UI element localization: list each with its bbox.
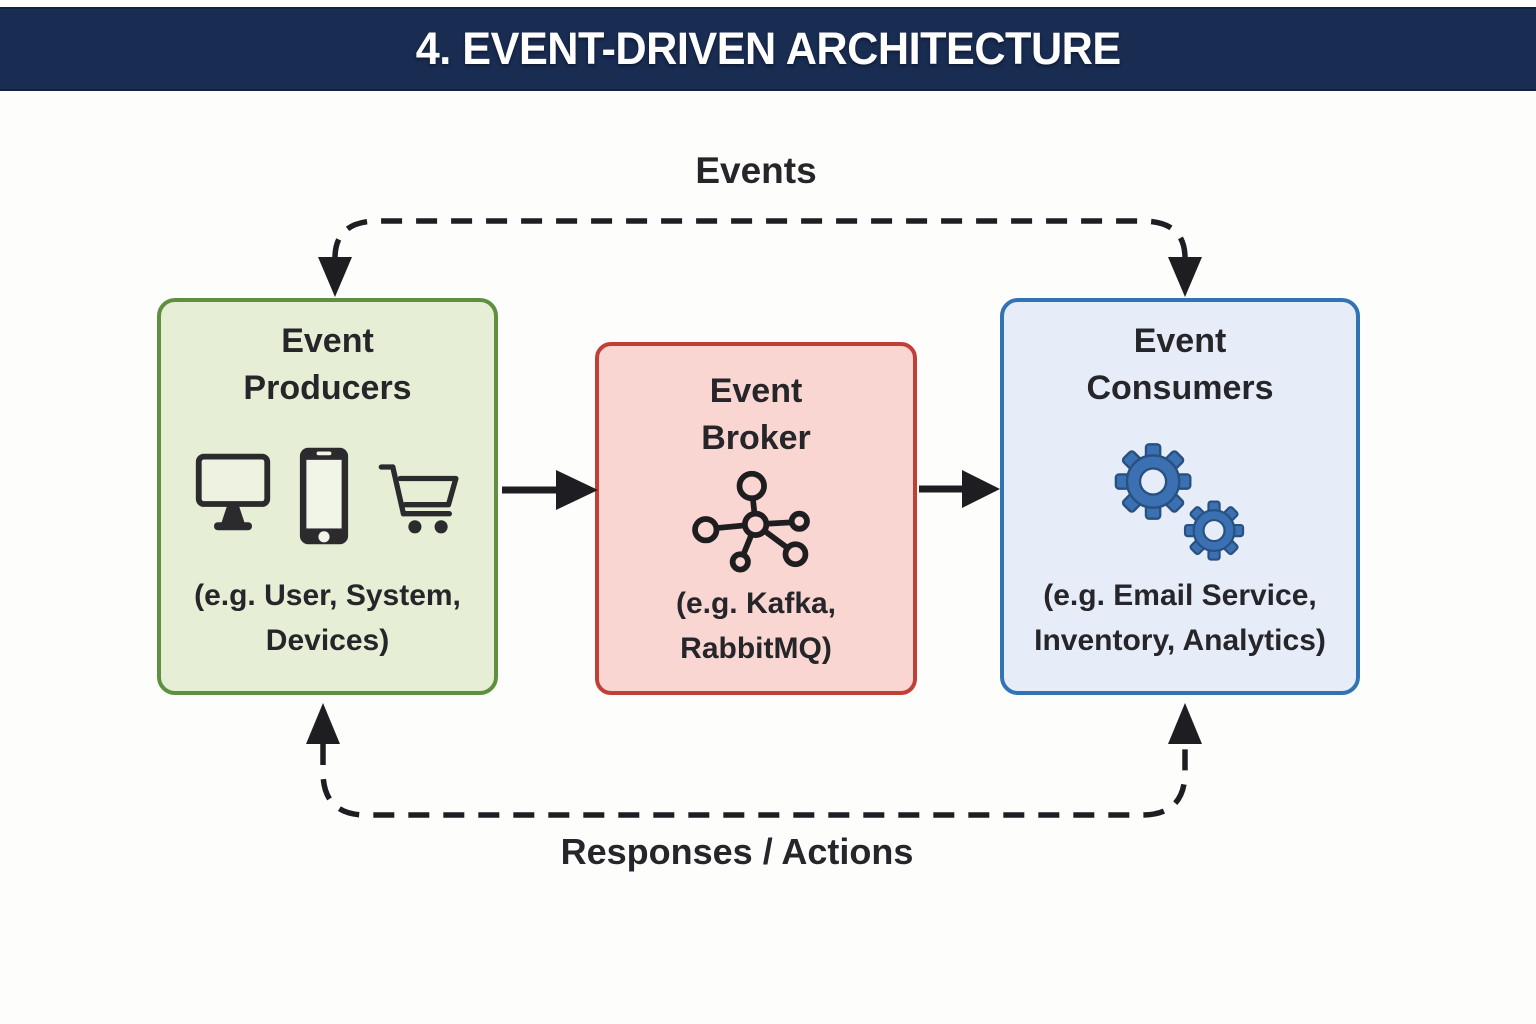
header-bar: 4. EVENT-DRIVEN ARCHITECTURE [0,7,1536,91]
monitor-icon [195,453,270,531]
producers-examples-line1: (e.g. User, System, [194,579,461,613]
smartphone-icon [299,447,348,545]
consumers-examples-line1: (e.g. Email Service, [1043,579,1317,613]
event-producers-title: Event Producers [161,318,494,412]
broker-icons-row [599,454,913,586]
event-producers-title-line1: Event [281,322,374,360]
event-consumers-title: Event Consumers [1004,318,1356,412]
event-producers-box: Event Producers [157,298,498,695]
event-broker-examples: (e.g. Kafka, RabbitMQ) [599,582,913,671]
event-broker-title-line2: Broker [701,418,811,457]
event-producers-examples: (e.g. User, System, Devices) [161,574,494,663]
consumers-icons-row [1004,434,1356,566]
arrow-broker-to-consumers [919,470,1000,508]
broker-examples-line2: RabbitMQ) [680,631,832,665]
event-broker-title-line1: Event [709,372,803,410]
page-title: 4. EVENT-DRIVEN ARCHITECTURE [415,23,1121,74]
event-broker-title: Event Broker [599,368,913,462]
responses-arrowhead-left [306,703,340,744]
responses-flow-label: Responses / Actions [560,831,914,872]
event-broker-box: Event Broker [595,342,917,695]
event-consumers-box: Event Consumers [1000,298,1360,695]
event-consumers-examples: (e.g. Email Service, Inventory, Analytic… [1004,574,1356,663]
events-flow-label: Events [695,150,817,191]
event-consumers-title-line1: Event [1133,322,1227,360]
network-hub-icon [692,470,810,572]
producers-icons-row [161,440,494,552]
event-producers-title-line2: Producers [243,368,412,407]
events-arrowhead-right [1168,257,1202,297]
gears-icon [1114,442,1245,561]
shopping-cart-icon [378,463,459,533]
consumers-examples-line2: Inventory, Analytics) [1034,623,1326,657]
responses-arrowhead-right [1168,703,1202,744]
events-flow-arc [318,218,1202,297]
producers-examples-line2: Devices) [265,623,390,657]
arrow-producers-to-broker [502,470,598,510]
responses-flow-arc [306,703,1202,818]
events-arrowhead-left [318,257,352,297]
broker-examples-line1: (e.g. Kafka, [675,587,837,621]
event-consumers-title-line2: Consumers [1086,368,1274,407]
